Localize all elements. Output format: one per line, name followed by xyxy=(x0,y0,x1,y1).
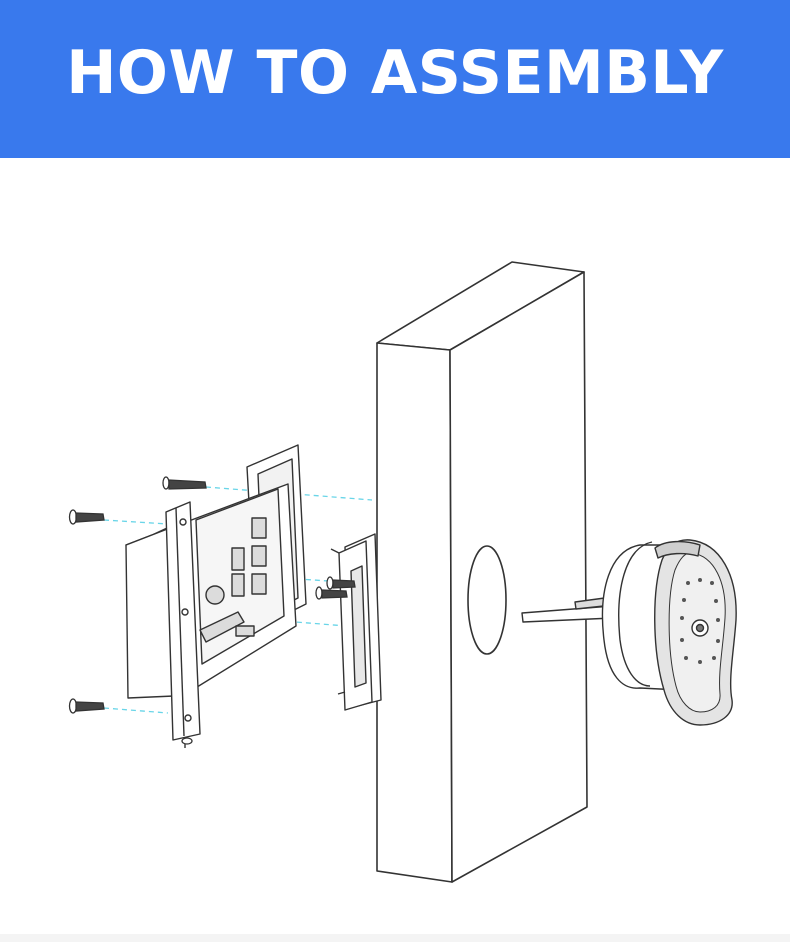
rear-lock-body-icon xyxy=(125,444,307,748)
screw-icon xyxy=(181,737,193,745)
keypad-top-button xyxy=(654,540,701,559)
plate-tab-top xyxy=(330,548,340,554)
lock-slot-1 xyxy=(231,547,245,571)
door-front-face xyxy=(449,271,588,883)
guide-line-top-left xyxy=(103,519,169,525)
plate-tab-bottom xyxy=(337,691,346,695)
lock-slot-4 xyxy=(251,545,267,567)
page-title: HOW TO ASSEMBLY xyxy=(66,38,724,108)
lock-gear xyxy=(205,585,225,605)
screws xyxy=(68,476,356,745)
plate-window xyxy=(350,565,367,688)
face-plate-hole-bottom xyxy=(184,714,192,722)
screw-icon xyxy=(162,476,207,490)
face-plate-hole-mid xyxy=(181,608,189,616)
lock-slot-3 xyxy=(251,517,267,539)
guide-line-bottom-left xyxy=(103,707,169,714)
lock-face-plate xyxy=(165,501,201,741)
screw-icon xyxy=(68,698,105,714)
face-plate-hole-top xyxy=(179,518,187,526)
front-keypad-lock-icon xyxy=(521,539,737,726)
title-banner: HOW TO ASSEMBLY xyxy=(0,0,790,158)
footer-strip xyxy=(0,934,790,942)
lock-face-plate-edge xyxy=(175,507,185,737)
screw-icon xyxy=(315,586,348,600)
keypad-cylinder-ring xyxy=(618,541,653,687)
screw-icon xyxy=(68,509,105,525)
lock-slot-5 xyxy=(251,573,267,595)
door-panel-icon xyxy=(376,261,588,883)
door-side-face xyxy=(376,342,453,883)
mounting-plate-icon xyxy=(330,533,382,711)
screw-icon xyxy=(326,576,356,590)
lock-slot-2 xyxy=(231,573,245,597)
assembly-diagram xyxy=(0,158,790,942)
door-hole xyxy=(467,545,507,655)
lock-latch xyxy=(235,625,255,637)
keypad-buttons xyxy=(680,578,720,664)
key-cylinder-core xyxy=(695,623,705,633)
lock-lever xyxy=(199,611,245,643)
